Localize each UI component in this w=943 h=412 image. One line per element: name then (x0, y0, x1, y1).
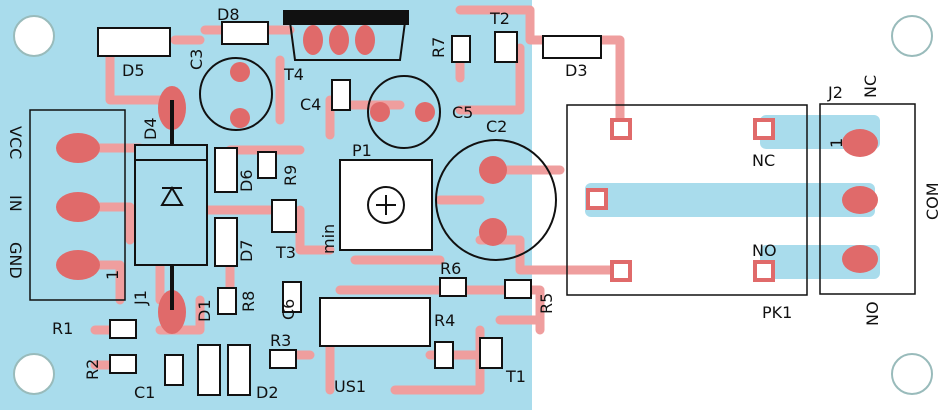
mounting-hole (891, 15, 933, 57)
label-d4: D4 (141, 118, 160, 141)
label-com: COM (923, 182, 942, 220)
label-r4: R4 (434, 311, 455, 330)
label-d1: D1 (195, 300, 214, 323)
label-d6: D6 (237, 170, 256, 193)
label-in: IN (6, 195, 25, 212)
mounting-hole (13, 15, 55, 57)
resistors (109, 35, 532, 374)
potentiometer-p1 (339, 159, 433, 251)
label-gnd: GND (6, 242, 25, 279)
label-one-j1: 1 (103, 270, 122, 280)
label-r3: R3 (270, 331, 291, 350)
label-c2: C2 (486, 117, 507, 136)
label-t2: T2 (489, 9, 510, 28)
label-pk1: PK1 (762, 303, 792, 322)
label-t3: T3 (275, 243, 296, 262)
label-t4: T4 (283, 65, 304, 84)
capacitors (164, 57, 557, 386)
label-d2: D2 (256, 383, 279, 402)
label-t1: T1 (505, 367, 526, 386)
label-d7: D7 (237, 240, 256, 263)
regulator-t4 (283, 10, 409, 61)
label-nc-top: NC (861, 75, 880, 98)
label-c3: C3 (187, 49, 206, 70)
label-c6: C6 (279, 299, 298, 320)
label-p1: P1 (352, 141, 372, 160)
label-j1: J1 (131, 290, 150, 306)
label-r2: R2 (83, 359, 102, 380)
label-r1: R1 (52, 319, 73, 338)
label-nc-relay: NC (752, 151, 775, 170)
label-us1: US1 (334, 377, 366, 396)
label-d5: D5 (122, 61, 145, 80)
transistors (271, 31, 518, 369)
label-one-j2: 1 (827, 138, 846, 148)
relay-pk1 (566, 104, 808, 296)
label-r9: R9 (281, 165, 300, 186)
mounting-holes (13, 15, 933, 395)
mounting-hole (891, 353, 933, 395)
label-no-bottom: NO (863, 301, 882, 326)
label-d8: D8 (217, 5, 240, 24)
label-min: min (319, 224, 338, 254)
label-r7: R7 (429, 37, 448, 58)
label-vcc: VCC (6, 126, 25, 159)
smd-diodes (97, 21, 602, 396)
label-r6: R6 (440, 259, 461, 278)
terminal-block-j1 (29, 109, 126, 301)
label-j2: J2 (827, 83, 843, 102)
ic-us1 (319, 297, 431, 347)
label-c1: C1 (134, 383, 155, 402)
silkscreen-labels: D8 T2 D5 C3 T4 R7 D3 J2 NC C4 C5 C2 VCC … (6, 5, 942, 402)
diode-d4 (134, 100, 208, 310)
pads (56, 25, 878, 334)
label-c4: C4 (300, 95, 321, 114)
label-c5: C5 (452, 103, 473, 122)
label-d3: D3 (565, 61, 588, 80)
terminal-block-j2 (819, 103, 916, 295)
mounting-hole (13, 353, 55, 395)
label-r8: R8 (239, 291, 258, 312)
label-r5: R5 (537, 293, 556, 314)
label-no-relay: NO (752, 241, 777, 260)
